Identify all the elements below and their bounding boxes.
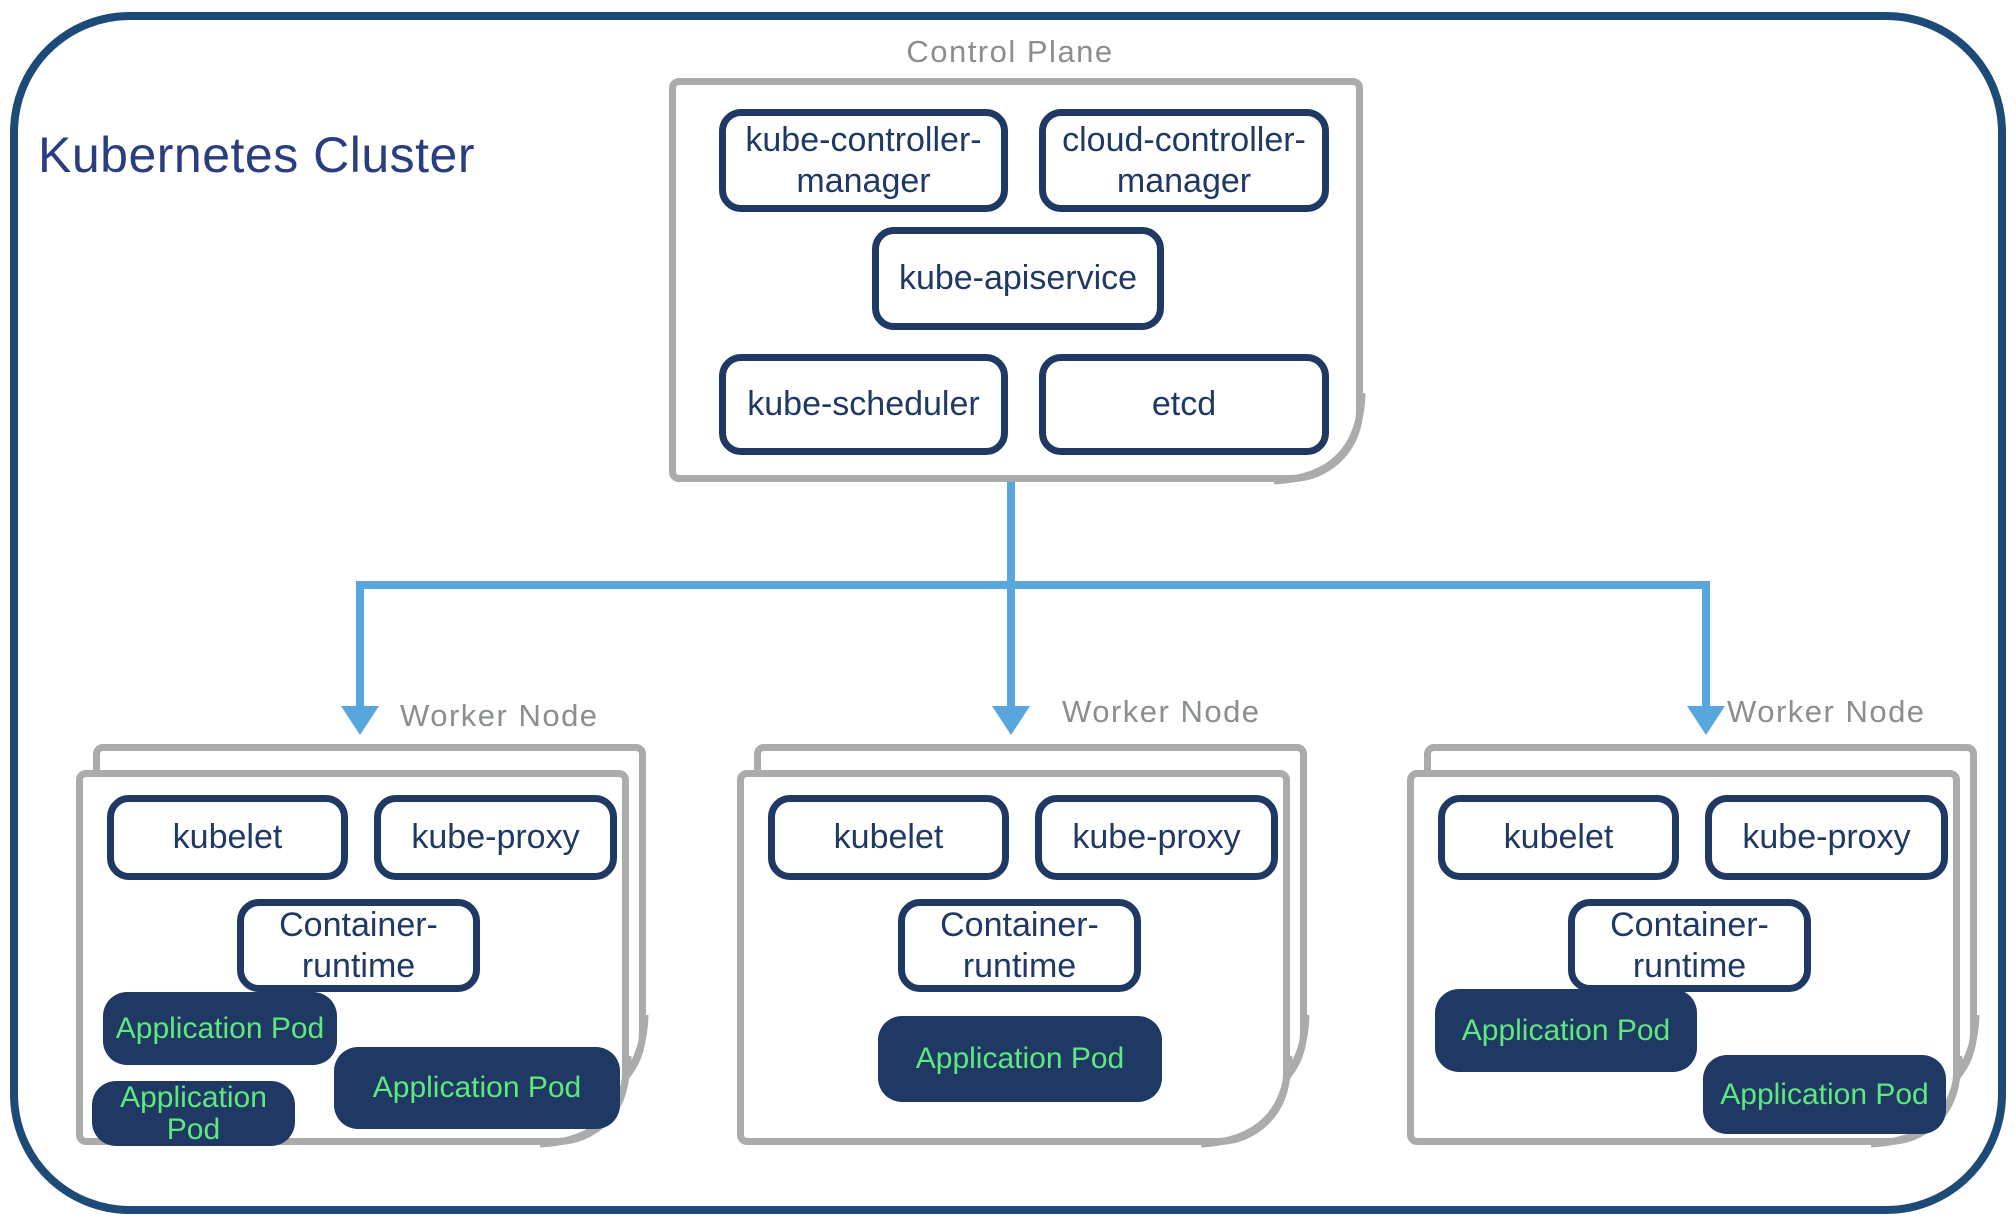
arrow-stem-center xyxy=(1007,482,1015,706)
cluster-title: Kubernetes Cluster xyxy=(38,127,476,183)
page-curl-icon xyxy=(1200,1055,1293,1148)
arrow-drop-right xyxy=(1702,581,1710,706)
application-pod: Application Pod xyxy=(103,992,337,1065)
arrow-horizontal-bar xyxy=(356,581,1710,589)
application-pod: Application Pod xyxy=(92,1081,295,1146)
worker-node-3-label: Worker Node xyxy=(1727,694,1926,729)
worker-node-1-label: Worker Node xyxy=(400,698,599,733)
component-kube-controller-manager: kube-controller-manager xyxy=(719,109,1008,212)
arrowhead-center-icon xyxy=(992,706,1030,735)
component-kube-scheduler: kube-scheduler xyxy=(719,354,1008,455)
component-kubelet: kubelet xyxy=(1438,795,1679,880)
component-kube-proxy: kube-proxy xyxy=(1705,795,1948,880)
application-pod: Application Pod xyxy=(334,1047,620,1129)
arrowhead-left-icon xyxy=(341,706,379,735)
component-cloud-controller-manager: cloud-controller-manager xyxy=(1039,109,1329,212)
worker-node-1-front-sheet: kubelet kube-proxy Container-runtime App… xyxy=(76,770,632,1148)
component-container-runtime: Container-runtime xyxy=(237,899,480,992)
component-kube-apiservice: kube-apiservice xyxy=(872,227,1164,330)
worker-node-3: kubelet kube-proxy Container-runtime App… xyxy=(1407,744,1980,1148)
application-pod: Application Pod xyxy=(1703,1055,1946,1134)
application-pod: Application Pod xyxy=(1435,989,1697,1072)
component-kubelet: kubelet xyxy=(107,795,348,880)
control-plane-label: Control Plane xyxy=(906,34,1114,69)
component-kubelet: kubelet xyxy=(768,795,1009,880)
worker-node-2: kubelet kube-proxy Container-runtime App… xyxy=(737,744,1310,1148)
application-pod: Application Pod xyxy=(878,1016,1162,1102)
component-etcd: etcd xyxy=(1039,354,1329,455)
control-plane-panel: kube-controller-manager cloud-controller… xyxy=(669,78,1366,485)
component-container-runtime: Container-runtime xyxy=(898,899,1141,992)
component-container-runtime: Container-runtime xyxy=(1568,899,1811,992)
cluster-boundary xyxy=(10,12,2006,1214)
arrow-drop-left xyxy=(356,581,364,706)
worker-node-2-label: Worker Node xyxy=(1062,694,1261,729)
component-kube-proxy: kube-proxy xyxy=(1035,795,1278,880)
worker-node-2-front-sheet: kubelet kube-proxy Container-runtime App… xyxy=(737,770,1293,1148)
worker-node-1: kubelet kube-proxy Container-runtime App… xyxy=(76,744,649,1148)
component-kube-proxy: kube-proxy xyxy=(374,795,617,880)
arrowhead-right-icon xyxy=(1687,706,1725,735)
worker-node-3-front-sheet: kubelet kube-proxy Container-runtime App… xyxy=(1407,770,1963,1148)
